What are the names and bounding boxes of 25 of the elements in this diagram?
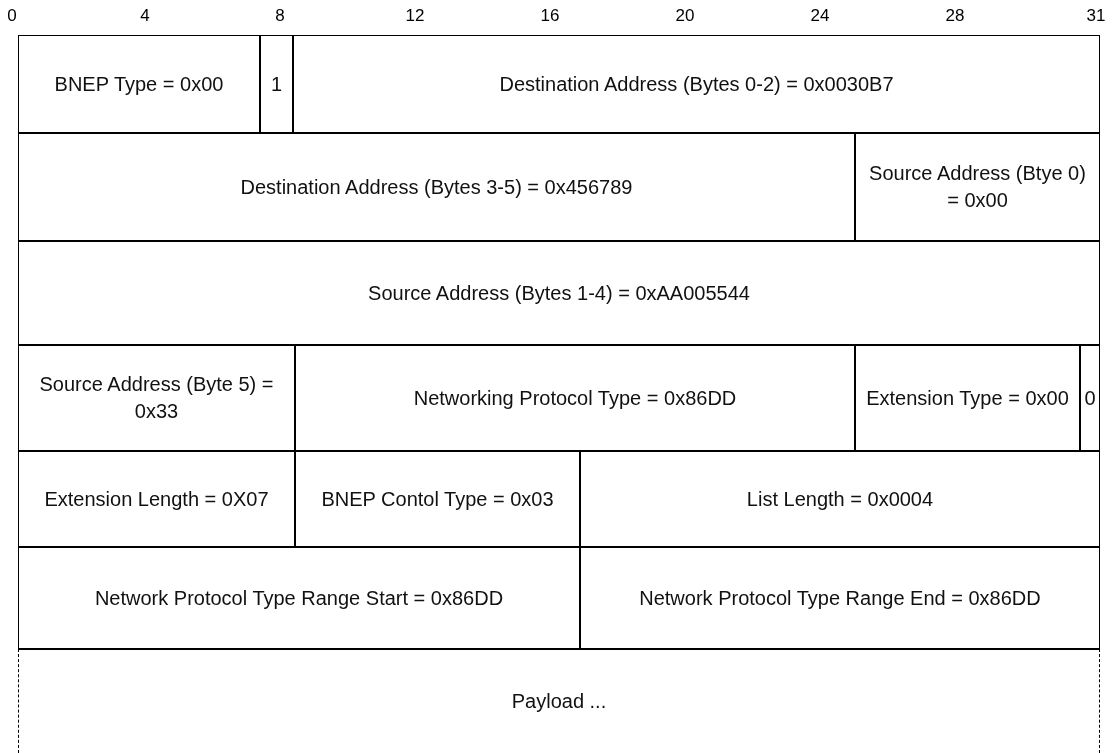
bit-number: 20 <box>675 6 695 26</box>
bit-number: 16 <box>540 6 560 26</box>
header-field: Source Address (Bytes 1-4) = 0xAA005544 <box>18 241 1100 345</box>
header-field: Payload ... <box>18 649 1100 753</box>
header-field: BNEP Type = 0x00 <box>18 35 260 133</box>
header-field: Destination Address (Bytes 0-2) = 0x0030B7 <box>293 35 1100 133</box>
bit-number: 24 <box>810 6 830 26</box>
header-field: List Length = 0x0004 <box>580 451 1100 547</box>
header-field: 1 <box>260 35 293 133</box>
bit-number: 8 <box>275 6 285 26</box>
header-field: Extension Type = 0x00 <box>855 345 1080 451</box>
bit-number: 28 <box>945 6 965 26</box>
header-field: Network Protocol Type Range Start = 0x86DD <box>18 547 580 649</box>
header-field: Destination Address (Bytes 3-5) = 0x456789 <box>18 133 855 241</box>
header-field: Source Address (Btye 0) = 0x00 <box>855 133 1100 241</box>
bit-number: 4 <box>140 6 150 26</box>
header-field: Networking Protocol Type = 0x86DD <box>295 345 855 451</box>
bit-number: 31 <box>1086 6 1106 26</box>
bit-number: 12 <box>405 6 425 26</box>
bit-number: 0 <box>7 6 17 26</box>
header-field: 0 <box>1080 345 1100 451</box>
header-field: Network Protocol Type Range End = 0x86DD <box>580 547 1100 649</box>
header-field: Source Address (Byte 5) = 0x33 <box>18 345 295 451</box>
header-field: BNEP Contol Type = 0x03 <box>295 451 580 547</box>
header-field: Extension Length = 0X07 <box>18 451 295 547</box>
